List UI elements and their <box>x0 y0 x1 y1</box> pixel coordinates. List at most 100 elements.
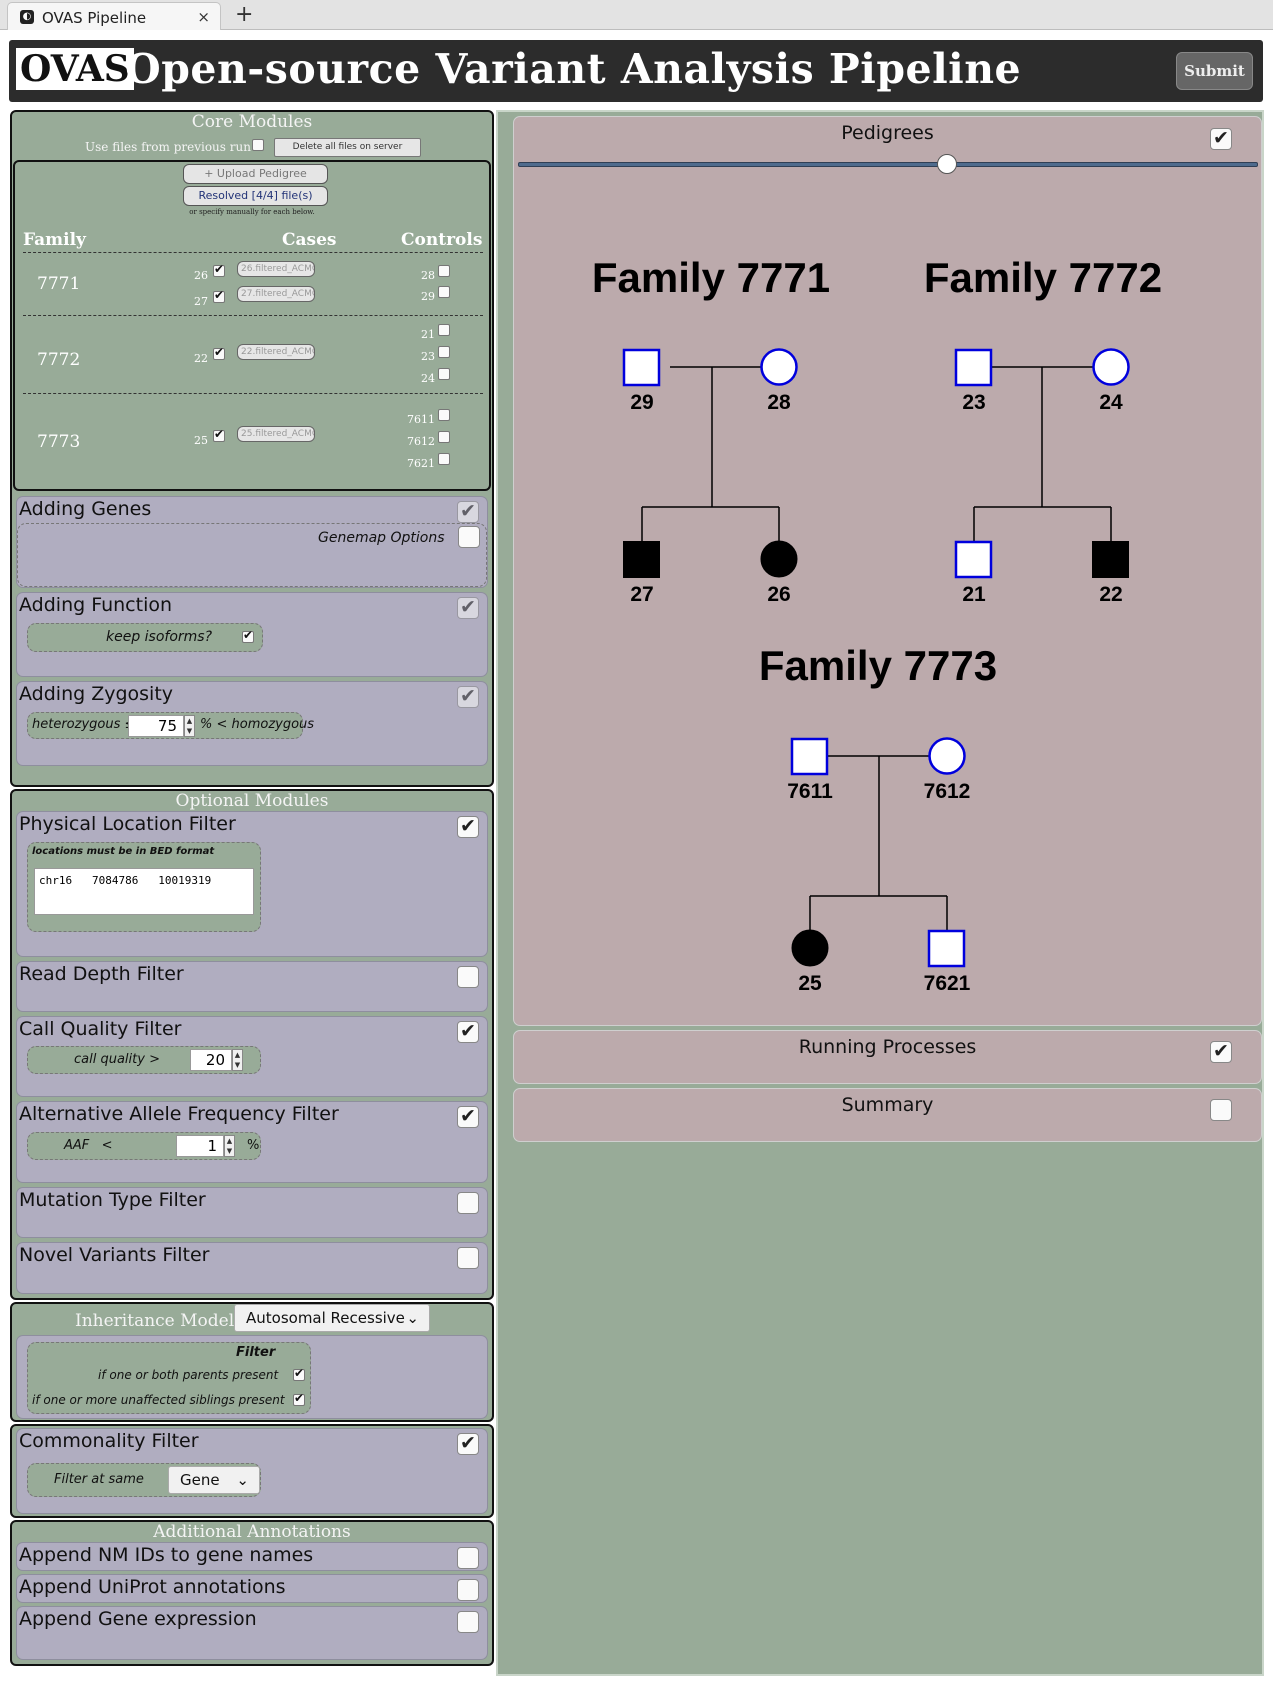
running-processes-checkbox[interactable] <box>1210 1040 1232 1063</box>
control-checkbox[interactable] <box>438 286 450 298</box>
family-name: Family 7772 <box>924 254 1162 301</box>
mutation-type-checkbox[interactable] <box>457 1192 479 1214</box>
case-checkbox[interactable] <box>213 288 225 303</box>
adding-zygosity-title: Adding Zygosity <box>19 683 174 705</box>
parents-present-checkbox[interactable] <box>293 1366 305 1381</box>
adding-genes-panel: Adding Genes Genemap Options <box>16 496 488 588</box>
browser-tab[interactable]: ◐ OVAS Pipeline × <box>7 2 221 30</box>
aaf-checkbox[interactable] <box>457 1105 479 1128</box>
mother-symbol <box>928 737 966 775</box>
zygosity-stepper[interactable]: ▲▼ <box>184 715 195 737</box>
inheritance-model-select[interactable]: Autosomal Recessive ⌄ <box>234 1304 430 1332</box>
keep-isoforms-checkbox[interactable] <box>242 628 254 643</box>
mutation-type-title: Mutation Type Filter <box>19 1189 206 1211</box>
individual-id: 7612 <box>924 780 971 803</box>
close-tab-icon[interactable]: × <box>197 8 210 26</box>
zygosity-threshold-input[interactable]: 75 <box>128 715 184 737</box>
core-modules-title: Core Modules <box>191 112 313 132</box>
case-file-button[interactable]: 22.filtered_ACMG <box>237 344 315 360</box>
browser-tab-title: OVAS Pipeline <box>42 9 147 27</box>
aaf-input[interactable]: 1 <box>176 1135 224 1157</box>
call-quality-input[interactable]: 20 <box>190 1049 232 1071</box>
summary-checkbox[interactable] <box>1210 1099 1232 1121</box>
adding-genes-checkbox[interactable] <box>457 500 479 523</box>
affected-female-symbol <box>791 929 829 967</box>
read-depth-checkbox[interactable] <box>457 966 479 988</box>
case-file-button[interactable]: 25.filtered_ACMG <box>237 426 315 442</box>
aaf-title: Alternative Allele Frequency Filter <box>19 1103 339 1125</box>
pedigree-family-7772: Family 7772 23 24 21 22 <box>924 254 1162 606</box>
control-checkbox[interactable] <box>438 265 450 277</box>
resolved-files-button[interactable]: Resolved [4/4] file(s) <box>183 186 328 206</box>
inheritance-filter-panel: Filter if one or both parents present if… <box>16 1335 488 1419</box>
control-id: 21 <box>421 328 435 341</box>
annotation-checkbox[interactable] <box>457 1547 479 1569</box>
call-quality-stepper[interactable]: ▲▼ <box>232 1049 243 1071</box>
summary-title: Summary <box>841 1094 934 1116</box>
case-checkbox[interactable] <box>213 345 225 360</box>
new-tab-icon[interactable]: + <box>235 2 254 27</box>
individual-id: 24 <box>1099 391 1123 414</box>
case-file-button[interactable]: 27.filtered_ACMG <box>237 286 315 302</box>
annotation-checkbox[interactable] <box>457 1579 479 1601</box>
mother-symbol <box>760 348 798 386</box>
use-previous-checkbox[interactable] <box>252 139 264 151</box>
chevron-down-icon: ⌄ <box>406 1309 419 1327</box>
family-name: Family 7771 <box>592 254 830 301</box>
submit-button[interactable]: Submit <box>1176 52 1253 90</box>
father-symbol <box>622 348 661 387</box>
upload-pedigree-button[interactable]: + Upload Pedigree <box>183 164 328 184</box>
aaf-box: AAF < 1 ▲▼ % <box>27 1132 261 1160</box>
delete-files-button[interactable]: Delete all files on server <box>274 138 421 157</box>
commonality-level-value: Gene <box>180 1471 220 1489</box>
case-checkbox[interactable] <box>213 262 225 277</box>
additional-annotations-group: Additional Annotations Append NM IDs to … <box>10 1520 494 1666</box>
commonality-checkbox[interactable] <box>457 1432 479 1455</box>
control-checkbox[interactable] <box>438 453 450 465</box>
pedigree-upload-box: + Upload Pedigree Resolved [4/4] file(s)… <box>13 160 491 491</box>
control-id: 28 <box>421 269 435 282</box>
annotation-checkbox[interactable] <box>457 1611 479 1633</box>
call-quality-box: call quality > 20 ▲▼ <box>27 1046 261 1074</box>
control-checkbox[interactable] <box>438 431 450 443</box>
bed-locations-textarea[interactable]: chr16 7084786 10019319 <box>34 868 254 915</box>
pedigree-family-7773: Family 7773 7611 7612 25 7621 <box>759 642 997 995</box>
isoforms-box: keep isoforms? <box>27 623 263 652</box>
control-checkbox[interactable] <box>438 409 450 421</box>
mother-symbol <box>1092 348 1130 386</box>
adding-zygosity-checkbox[interactable] <box>457 685 479 708</box>
pedigree-zoom-slider[interactable] <box>518 162 1258 167</box>
annotation-panel: Append UniProt annotations <box>16 1574 488 1603</box>
family-id: 7773 <box>37 432 81 452</box>
commonality-level-select[interactable]: Gene ⌄ <box>168 1466 260 1494</box>
novel-variants-checkbox[interactable] <box>457 1247 479 1269</box>
annotation-label: Append Gene expression <box>19 1608 257 1630</box>
aaf-stepper[interactable]: ▲▼ <box>224 1135 235 1157</box>
row-divider <box>23 393 483 394</box>
pedigrees-checkbox[interactable] <box>1210 127 1232 150</box>
pedigree-zoom-slider-handle[interactable] <box>937 154 958 174</box>
app-logo: OVAS <box>16 48 134 90</box>
case-checkbox[interactable] <box>213 427 225 442</box>
control-checkbox[interactable] <box>438 368 450 380</box>
running-processes-panel: Running Processes <box>513 1030 1262 1084</box>
family-column-header: Family <box>23 230 86 250</box>
call-quality-checkbox[interactable] <box>457 1020 479 1043</box>
case-file-button[interactable]: 26.filtered_ACMG <box>237 261 315 277</box>
core-modules: Core Modules Use files from previous run… <box>10 110 494 787</box>
summary-panel: Summary <box>513 1088 1262 1142</box>
browser-tab-strip: ◐ OVAS Pipeline × + <box>0 0 1273 30</box>
control-id: 23 <box>421 350 435 363</box>
aaf-label: AAF < <box>64 1138 113 1153</box>
control-id: 7612 <box>407 435 435 448</box>
genemap-options-checkbox[interactable] <box>458 526 480 548</box>
control-checkbox[interactable] <box>438 346 450 358</box>
controls-column-header: Controls <box>401 230 483 250</box>
commonality-title: Commonality Filter <box>19 1430 199 1452</box>
adding-function-checkbox[interactable] <box>457 596 479 619</box>
control-checkbox[interactable] <box>438 324 450 336</box>
physical-location-checkbox[interactable] <box>457 815 479 838</box>
siblings-present-checkbox[interactable] <box>293 1391 305 1406</box>
individual-id: 7611 <box>787 780 833 803</box>
optional-modules: Optional Modules Physical Location Filte… <box>10 789 494 1300</box>
